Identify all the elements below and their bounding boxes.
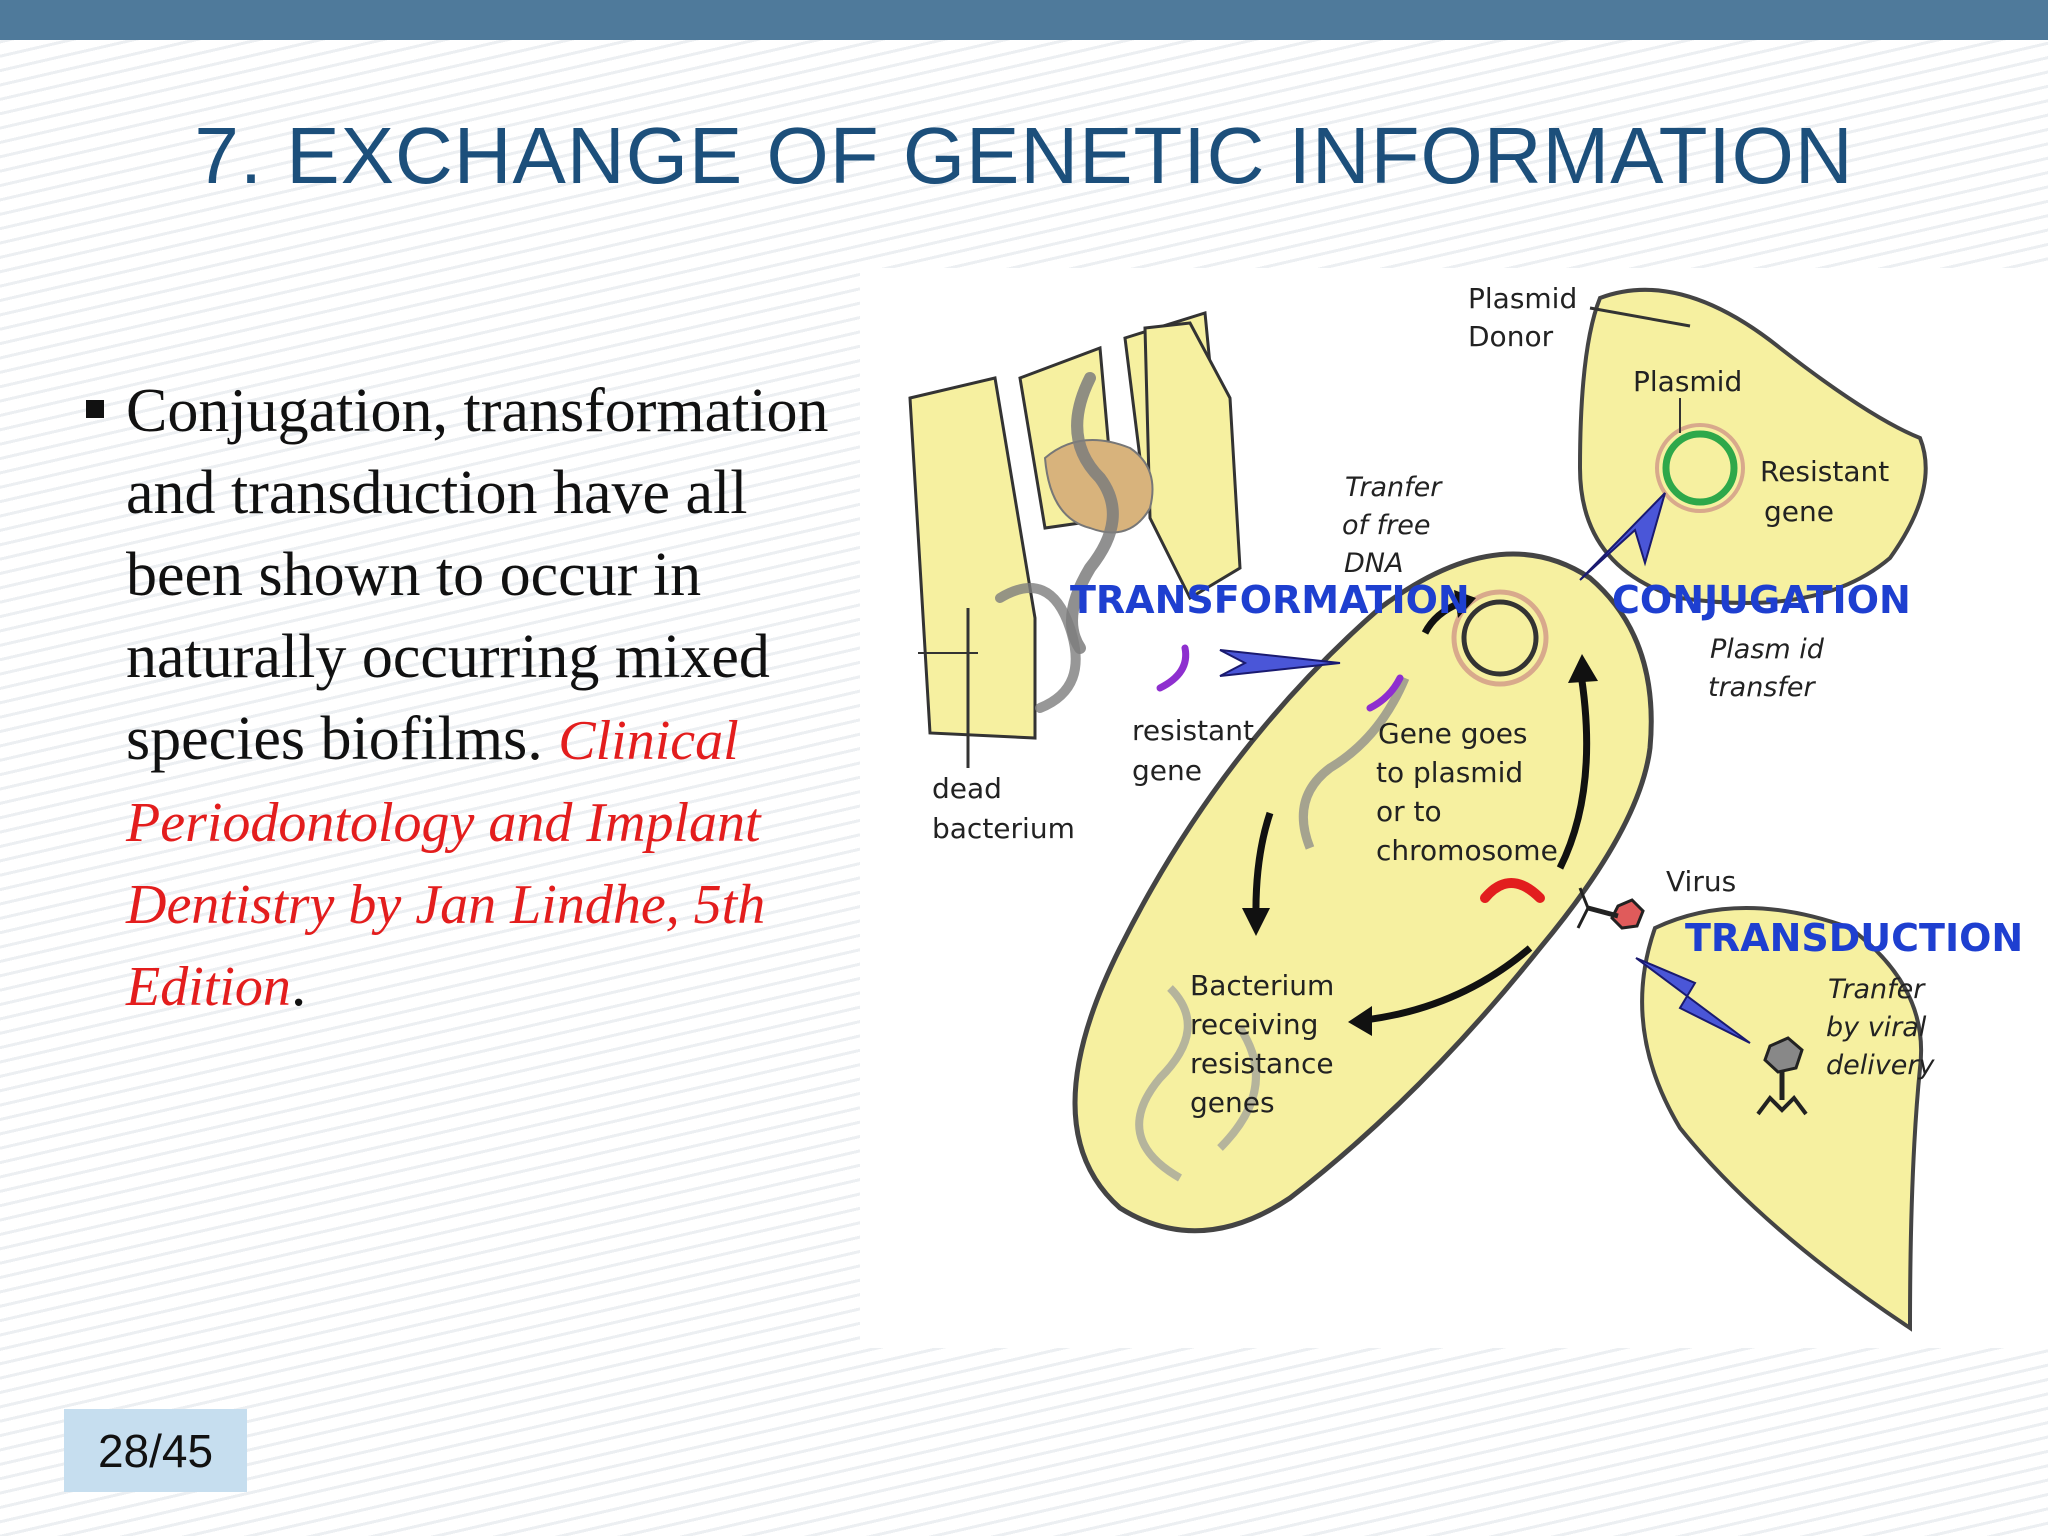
label-virus: Virus	[1666, 865, 1736, 898]
arrow-transformation	[1219, 649, 1341, 677]
arrow-transduction	[1635, 957, 1751, 1044]
label-gene-goes-3: or to	[1376, 795, 1442, 828]
label-receiving-2: receiving	[1190, 1008, 1318, 1041]
receiving-bacterium	[1072, 551, 1654, 1234]
label-gene-goes-4: chromosome	[1376, 834, 1558, 867]
label-resistant-gene-2: gene	[1764, 495, 1834, 528]
citation: Clinical Periodontology and Implant Dent…	[126, 710, 766, 1018]
label-receiving-4: genes	[1190, 1086, 1275, 1119]
virus-delivery-icon	[1756, 1036, 1808, 1116]
gene-transfer-diagram: Plasmid Donor Plasmid Resistant gene Tra…	[860, 268, 2048, 1348]
label-viral-delivery-3: delivery	[1826, 1050, 1935, 1081]
label-receiving-3: resistance	[1190, 1047, 1334, 1080]
label-viral-delivery-2: by viral	[1826, 1012, 1927, 1043]
free-dna-fragment	[1156, 644, 1190, 692]
label-plasmid: Plasmid	[1633, 365, 1742, 398]
top-band	[0, 0, 2048, 40]
bullet-item: Conjugation, transformation and transduc…	[86, 370, 868, 1026]
label-resistant-gene-free-1: resistant	[1132, 714, 1254, 747]
label-dead-bacterium-1: dead	[932, 772, 1002, 805]
label-transfer-free-dna-3: DNA	[1344, 548, 1403, 579]
slide-title: 7. EXCHANGE OF GENETIC INFORMATION	[194, 111, 1854, 200]
label-transfer-free-dna-2: of free	[1342, 510, 1430, 541]
transduction-bacterium	[1640, 906, 1924, 1332]
label-resistant-gene-free-2: gene	[1132, 754, 1202, 787]
cycle-arrows	[1242, 590, 1598, 1036]
label-receiving-1: Bacterium	[1190, 969, 1334, 1002]
label-gene-goes-2: to plasmid	[1376, 756, 1523, 789]
dead-bacterium	[908, 311, 1242, 768]
virus-icon	[1576, 887, 1645, 930]
bullet-square-icon	[86, 400, 104, 418]
bullet-text: Conjugation, transformation and transduc…	[126, 377, 829, 773]
label-plasmid-transfer-2: transfer	[1708, 672, 1817, 703]
heading-transduction: TRANSDUCTION	[1685, 916, 2023, 960]
label-plasmid-transfer-1: Plasm id	[1710, 634, 1825, 665]
donor-bacterium	[1577, 287, 1928, 605]
label-plasmid-donor-1: Plasmid	[1468, 282, 1577, 315]
label-viral-delivery-1: Tranfer	[1828, 974, 1926, 1005]
label-dead-bacterium-2: bacterium	[932, 812, 1075, 845]
label-resistant-gene-1: Resistant	[1760, 455, 1889, 488]
bullet-paragraph: Conjugation, transformation and transduc…	[126, 370, 868, 1026]
page-number: 28/45	[64, 1409, 247, 1492]
citation-period: .	[290, 951, 307, 1019]
label-gene-goes-1: Gene goes	[1378, 717, 1528, 750]
heading-conjugation: CONJUGATION	[1612, 578, 1911, 622]
label-transfer-free-dna-1: Tranfer	[1345, 472, 1443, 503]
label-plasmid-donor-2: Donor	[1468, 320, 1554, 353]
heading-transformation: TRANSFORMATION	[1070, 578, 1470, 622]
arrow-conjugation	[1579, 492, 1666, 581]
